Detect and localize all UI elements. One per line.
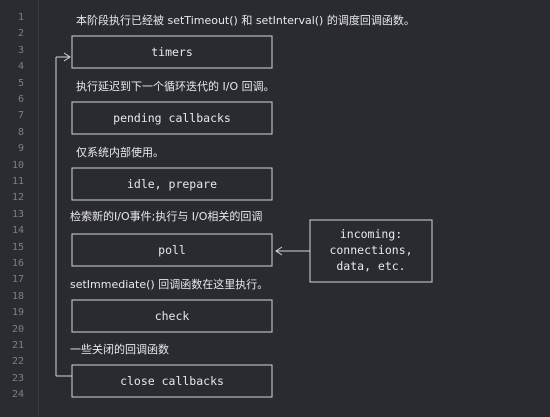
line-number: 16 — [11, 258, 24, 269]
close-callbacks-label: close callbacks — [120, 374, 224, 388]
poll-note: 检索新的I/O事件;执行与 I/O相关的回调 — [70, 209, 262, 223]
line-number: 7 — [17, 110, 24, 122]
line-number: 12 — [11, 192, 24, 204]
header-text: 本阶段执行已经被 setTimeout() 和 setInterval() 的调… — [76, 13, 415, 27]
line-number: 5 — [17, 77, 24, 89]
close-callbacks-box — [71, 364, 273, 398]
line-number: 24 — [11, 389, 24, 401]
line-number: 2 — [17, 28, 24, 40]
line-number: 6 — [17, 94, 24, 105]
line-number: 15 — [11, 241, 24, 253]
line-number: 21 — [11, 340, 24, 351]
line-number: 22 — [11, 356, 24, 368]
check-note: setImmediate() 回调函数在这里执行。 — [70, 277, 268, 291]
line-number: 4 — [17, 61, 24, 73]
poll-box — [71, 233, 273, 267]
line-number: 19 — [11, 307, 24, 319]
pending-note: 执行延迟到下一个循环迭代的 I/O 回调。 — [76, 79, 275, 93]
loop-arrow-icon — [63, 52, 71, 62]
incoming-arrow-icon — [275, 246, 283, 256]
line-number: 3 — [17, 44, 24, 56]
incoming-line1: incoming: — [340, 227, 402, 241]
timers-box — [71, 35, 273, 69]
idle-prepare-label: idle, prepare — [127, 177, 217, 191]
incoming-line3: data, etc. — [336, 259, 405, 273]
line-number: 17 — [11, 274, 24, 286]
idle-note: 仅系统内部使用。 — [76, 145, 164, 159]
line-number: 8 — [17, 126, 24, 138]
timers-label: timers — [151, 45, 193, 59]
line-number: 14 — [11, 225, 24, 237]
line-number: 23 — [11, 372, 24, 384]
close-note: 一些关闭的回调函数 — [70, 342, 169, 356]
line-number: 20 — [11, 323, 24, 335]
poll-label: poll — [158, 243, 186, 257]
line-number: 18 — [11, 290, 24, 302]
check-box — [71, 299, 273, 333]
idle-prepare-box — [71, 167, 273, 201]
pending-callbacks-label: pending callbacks — [113, 111, 231, 125]
line-number: 9 — [17, 143, 24, 155]
line-number: 1 — [17, 12, 24, 23]
check-label: check — [155, 309, 190, 323]
incoming-line2: connections, — [329, 243, 412, 257]
pending-callbacks-box — [71, 101, 273, 135]
line-number: 11 — [11, 176, 24, 187]
loop-back-line — [55, 56, 70, 376]
line-number: 13 — [11, 208, 24, 220]
line-number: 10 — [11, 159, 24, 171]
